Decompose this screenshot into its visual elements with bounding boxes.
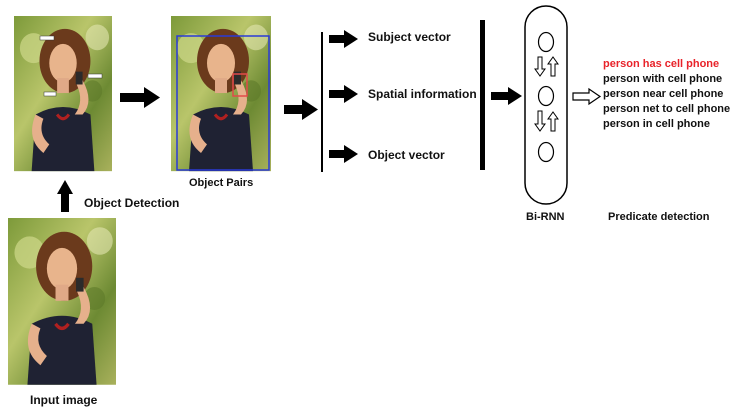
object-vector-label: Object vector <box>368 148 445 162</box>
rnn-node <box>537 85 555 107</box>
object-detection-caption: Object Detection <box>84 196 179 210</box>
detection-tag <box>39 35 55 41</box>
bi-rnn-caption: Bi-RNN <box>526 211 565 223</box>
object-bounding-box <box>232 73 248 97</box>
right-arrow-icon <box>491 87 522 105</box>
predicate-item: person near cell phone <box>603 88 723 100</box>
predicate-list: person has cell phone person with cell p… <box>603 58 730 130</box>
photo-icon <box>6 216 118 387</box>
photo-icon <box>169 14 273 173</box>
predicate-detection-caption: Predicate detection <box>608 211 710 223</box>
hollow-right-arrow-icon <box>572 87 602 106</box>
detection-image <box>12 14 114 173</box>
down-arrow-icon <box>534 110 546 132</box>
right-arrow-icon <box>329 30 358 48</box>
predicate-item: person with cell phone <box>603 73 722 85</box>
bi-rnn-block <box>524 5 568 205</box>
photo-icon <box>12 14 114 173</box>
subject-vector-label: Subject vector <box>368 30 451 44</box>
up-arrow-icon <box>547 56 559 77</box>
detection-tag <box>87 73 103 79</box>
predicate-item: person net to cell phone <box>603 103 730 115</box>
object-pairs-caption: Object Pairs <box>189 177 253 189</box>
predicate-item-highlighted: person has cell phone <box>603 58 719 70</box>
right-arrow-icon <box>284 99 318 120</box>
up-arrow-icon <box>547 111 559 132</box>
detection-tag <box>43 91 57 97</box>
concat-bar <box>480 20 485 170</box>
down-arrow-icon <box>534 56 546 77</box>
object-pairs-image <box>169 14 273 173</box>
input-image <box>6 216 118 387</box>
subject-bounding-box <box>176 35 270 171</box>
rnn-node <box>537 141 555 163</box>
up-arrow-icon <box>57 180 73 212</box>
input-image-caption: Input image <box>30 393 98 407</box>
spatial-information-label: Spatial information <box>368 87 477 101</box>
rnn-node <box>537 31 555 53</box>
predicate-item: person in cell phone <box>603 118 710 130</box>
right-arrow-icon <box>329 145 358 163</box>
right-arrow-icon <box>329 85 358 103</box>
right-arrow-icon <box>120 87 160 108</box>
